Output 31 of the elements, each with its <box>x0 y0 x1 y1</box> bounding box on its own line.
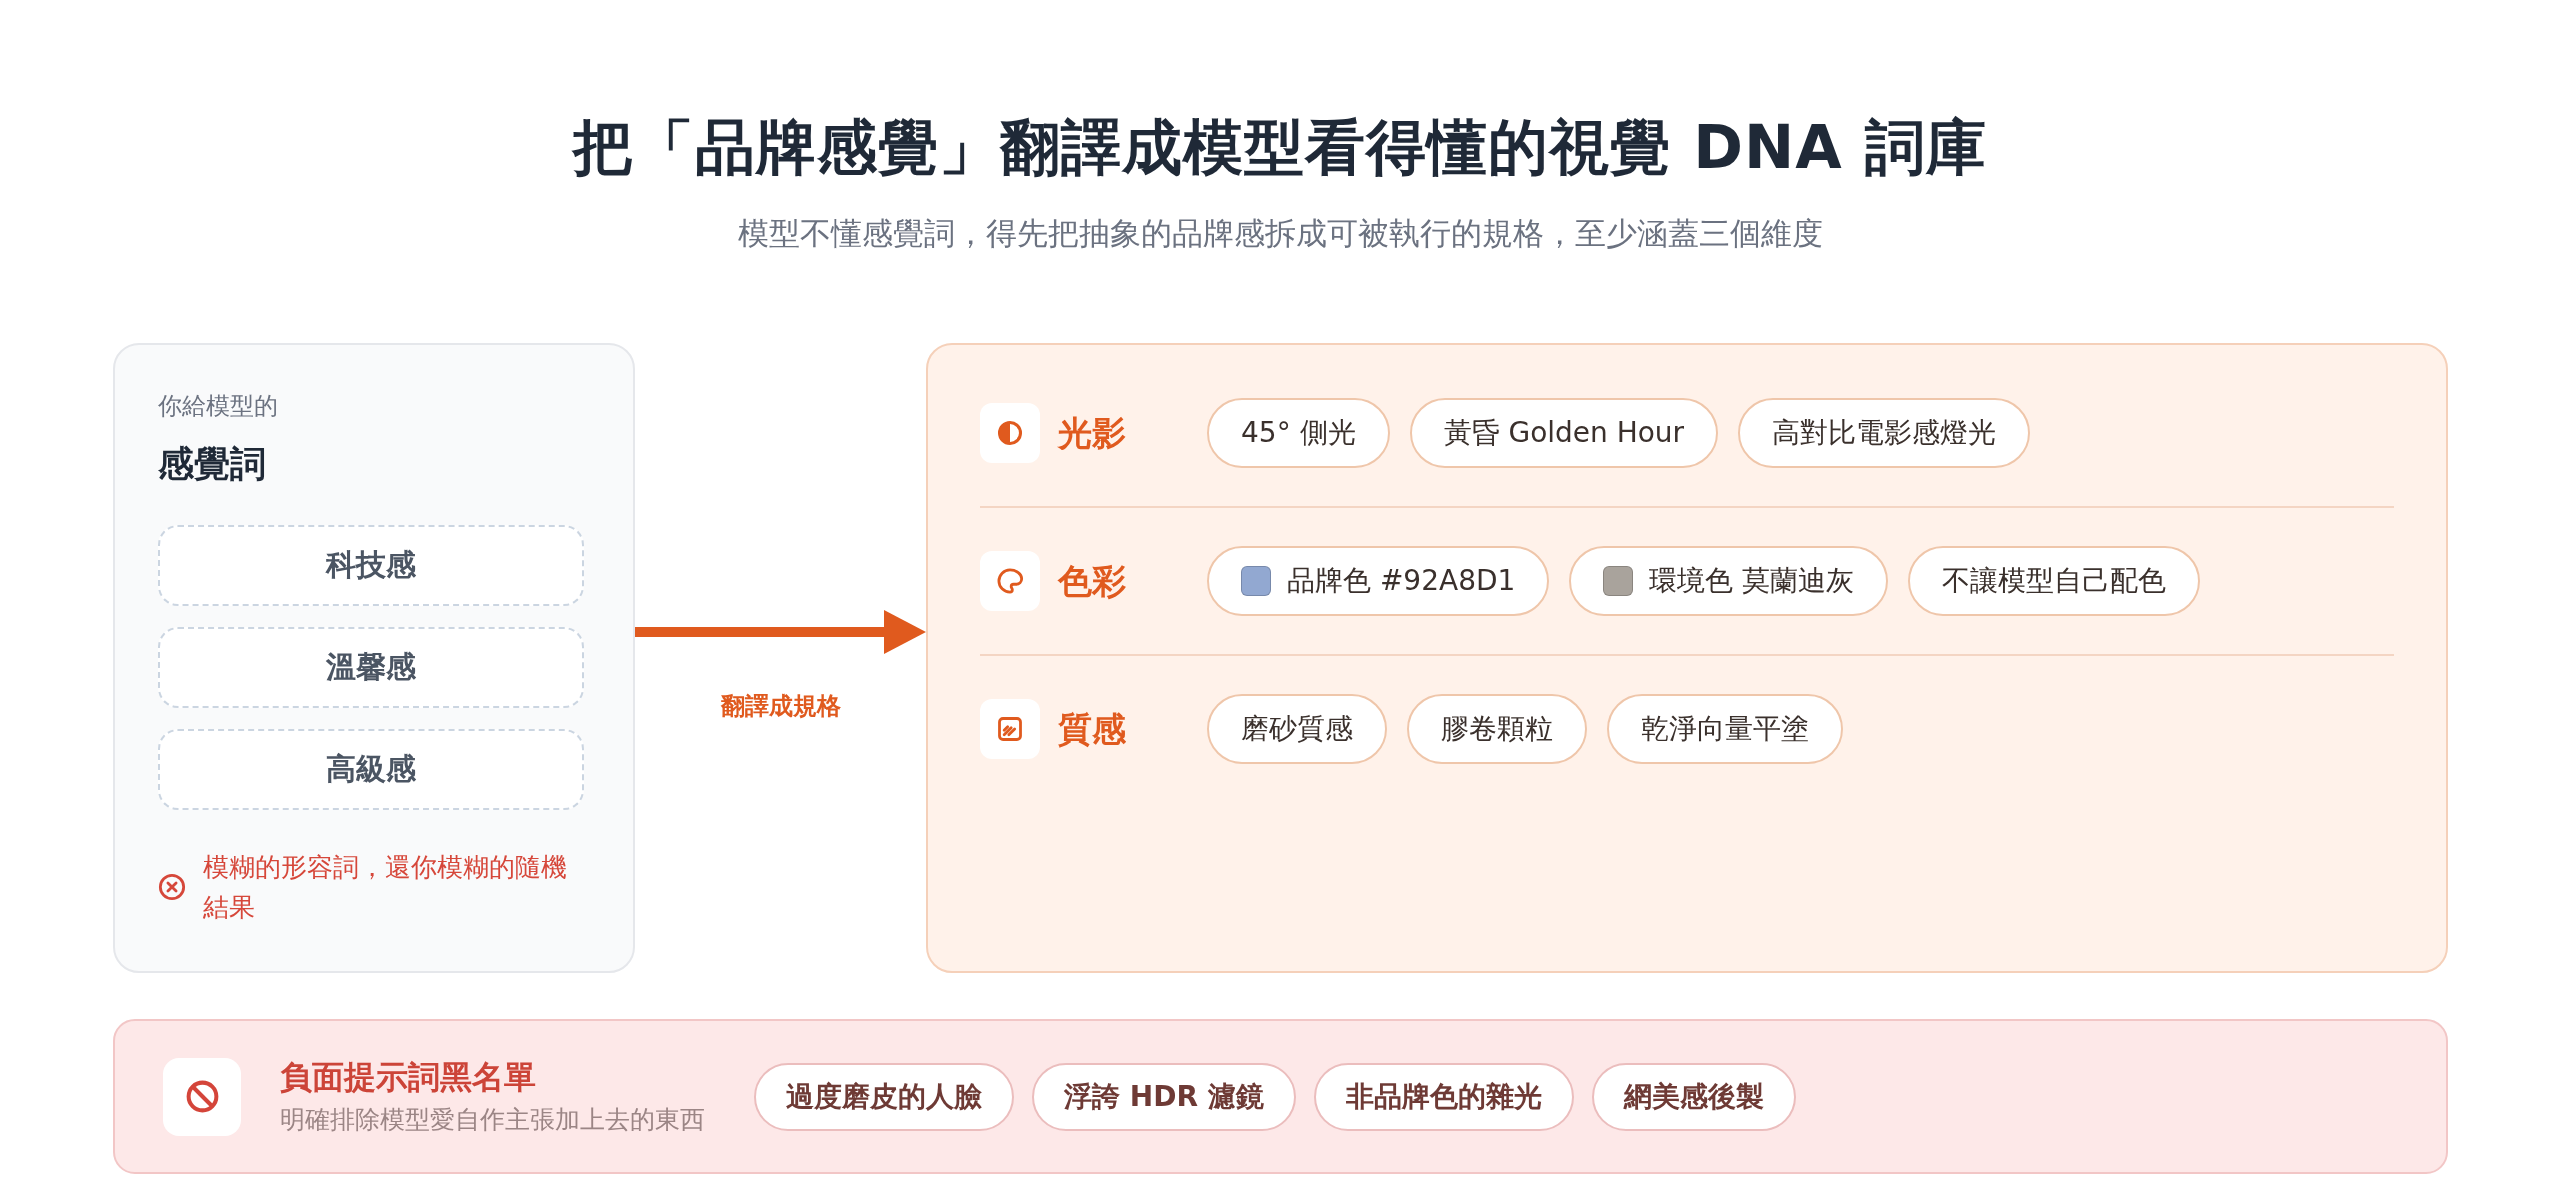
keyword-chip: 高級感 <box>158 729 584 810</box>
spec-panel <box>926 343 2448 973</box>
row-heading: 質感 <box>1058 708 1126 751</box>
row-heading: 色彩 <box>1058 560 1126 603</box>
spec-chip: 黃昏 Golden Hour <box>1409 398 1719 468</box>
spec-chip: 乾淨向量平塗 <box>1607 694 1843 764</box>
excluded-tag-chip: 網美感後製 <box>1591 1062 1796 1131</box>
chip-label: 品牌色 #92A8D1 <box>1287 563 1516 599</box>
input-panel <box>113 343 635 973</box>
spec-chip: 45° 側光 <box>1207 398 1390 468</box>
spec-chip: 磨砂質感 <box>1207 694 1387 764</box>
excluded-tag-chip: 浮誇 HDR 濾鏡 <box>1032 1062 1296 1131</box>
panel-heading: 感覺詞 <box>158 442 266 486</box>
spec-chip: 膠卷顆粒 <box>1407 694 1587 764</box>
page-title: 把「品牌感覺」翻譯成模型看得懂的視覺 DNA 詞庫 <box>573 111 1987 184</box>
chip-label: 環境色 莫蘭迪灰 <box>1649 563 1855 599</box>
warning-text: 模糊的形容詞，還你模糊的隨機結果 <box>203 851 568 924</box>
excluded-tag-chip: 非品牌色的雜光 <box>1313 1062 1574 1131</box>
banner-title: 負面提示詞黑名單 <box>280 1056 537 1098</box>
blacklist-banner <box>113 1019 2448 1174</box>
spec-chip: 不讓模型自己配色 <box>1908 546 2201 616</box>
edge-label: 翻譯成規格 <box>720 690 841 722</box>
spec-chip: 高對比電影感燈光 <box>1738 398 2031 468</box>
banner-subtitle: 明確排除模型愛自作主張加上去的東西 <box>280 1103 705 1136</box>
subtitle: 模型不懂感覺詞，得先把抽象的品牌感拆成可被執行的規格，至少涵蓋三個維度 <box>737 214 1823 253</box>
keyword-chip: 科技感 <box>158 525 584 606</box>
arrow <box>635 610 926 654</box>
keyword-chip: 溫馨感 <box>158 627 584 708</box>
panel-label: 你給模型的 <box>158 391 278 422</box>
excluded-tag-chip: 過度磨皮的人臉 <box>754 1062 1014 1131</box>
row-heading: 光影 <box>1058 412 1126 455</box>
